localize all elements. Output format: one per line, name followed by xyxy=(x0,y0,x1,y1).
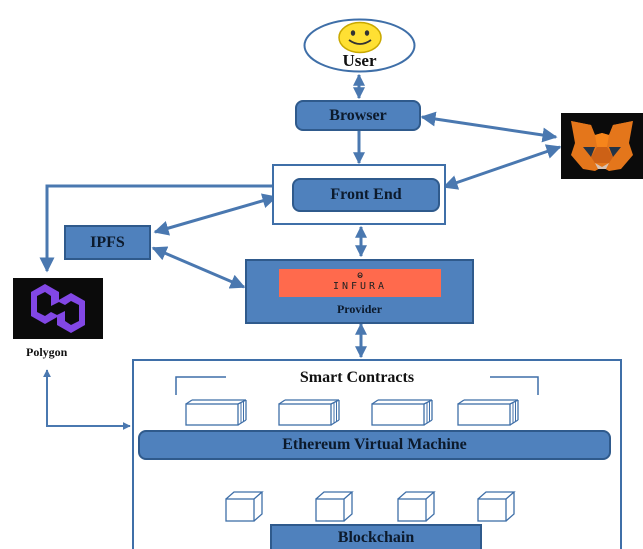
evm-label: Ethereum Virtual Machine xyxy=(282,436,467,453)
front-end-label: Front End xyxy=(330,186,402,203)
contract-block-icon xyxy=(457,399,519,426)
provider-label: Provider xyxy=(336,302,383,316)
browser-label: Browser xyxy=(329,106,387,124)
arrow-frontend-ipfs xyxy=(153,193,278,236)
browser-box: Browser xyxy=(295,100,421,131)
evm-bar: Ethereum Virtual Machine xyxy=(138,430,611,460)
blockchain-bar: Blockchain xyxy=(270,524,482,549)
infura-mark: ⱺ xyxy=(356,270,364,281)
ipfs-box: IPFS xyxy=(64,225,151,260)
arrow-browser-metamask xyxy=(420,111,558,143)
block-icon xyxy=(225,491,264,522)
blockchain-label: Blockchain xyxy=(337,528,415,546)
block-icon xyxy=(397,491,436,522)
metamask-fox-icon xyxy=(571,121,633,171)
infura-wordmark: INFURA xyxy=(332,281,388,292)
smart-contracts-label: Smart Contracts xyxy=(299,369,415,386)
contract-block-icon xyxy=(278,399,340,426)
user-label: User xyxy=(342,51,377,70)
polygon-mark-icon xyxy=(31,284,85,333)
user-node: User xyxy=(303,18,416,73)
metamask-logo xyxy=(561,113,643,179)
polygon-logo xyxy=(13,278,103,339)
contract-block-icon xyxy=(371,399,433,426)
provider-box: ⱺ INFURA Provider xyxy=(245,259,474,324)
contract-block-icon xyxy=(185,399,247,426)
infura-logo: ⱺ INFURA xyxy=(279,269,441,297)
arrow-frontend-polygon xyxy=(39,184,274,273)
polygon-label: Polygon xyxy=(26,345,68,359)
front-end-box: Front End xyxy=(292,178,440,212)
arrow-frontend-metamask xyxy=(442,144,562,190)
block-icon xyxy=(315,491,354,522)
smiley-icon xyxy=(338,21,382,54)
arrow-polygon-contracts xyxy=(43,369,131,430)
block-icon xyxy=(477,491,516,522)
ipfs-label: IPFS xyxy=(90,233,125,251)
arrow-ipfs-provider xyxy=(151,246,246,289)
